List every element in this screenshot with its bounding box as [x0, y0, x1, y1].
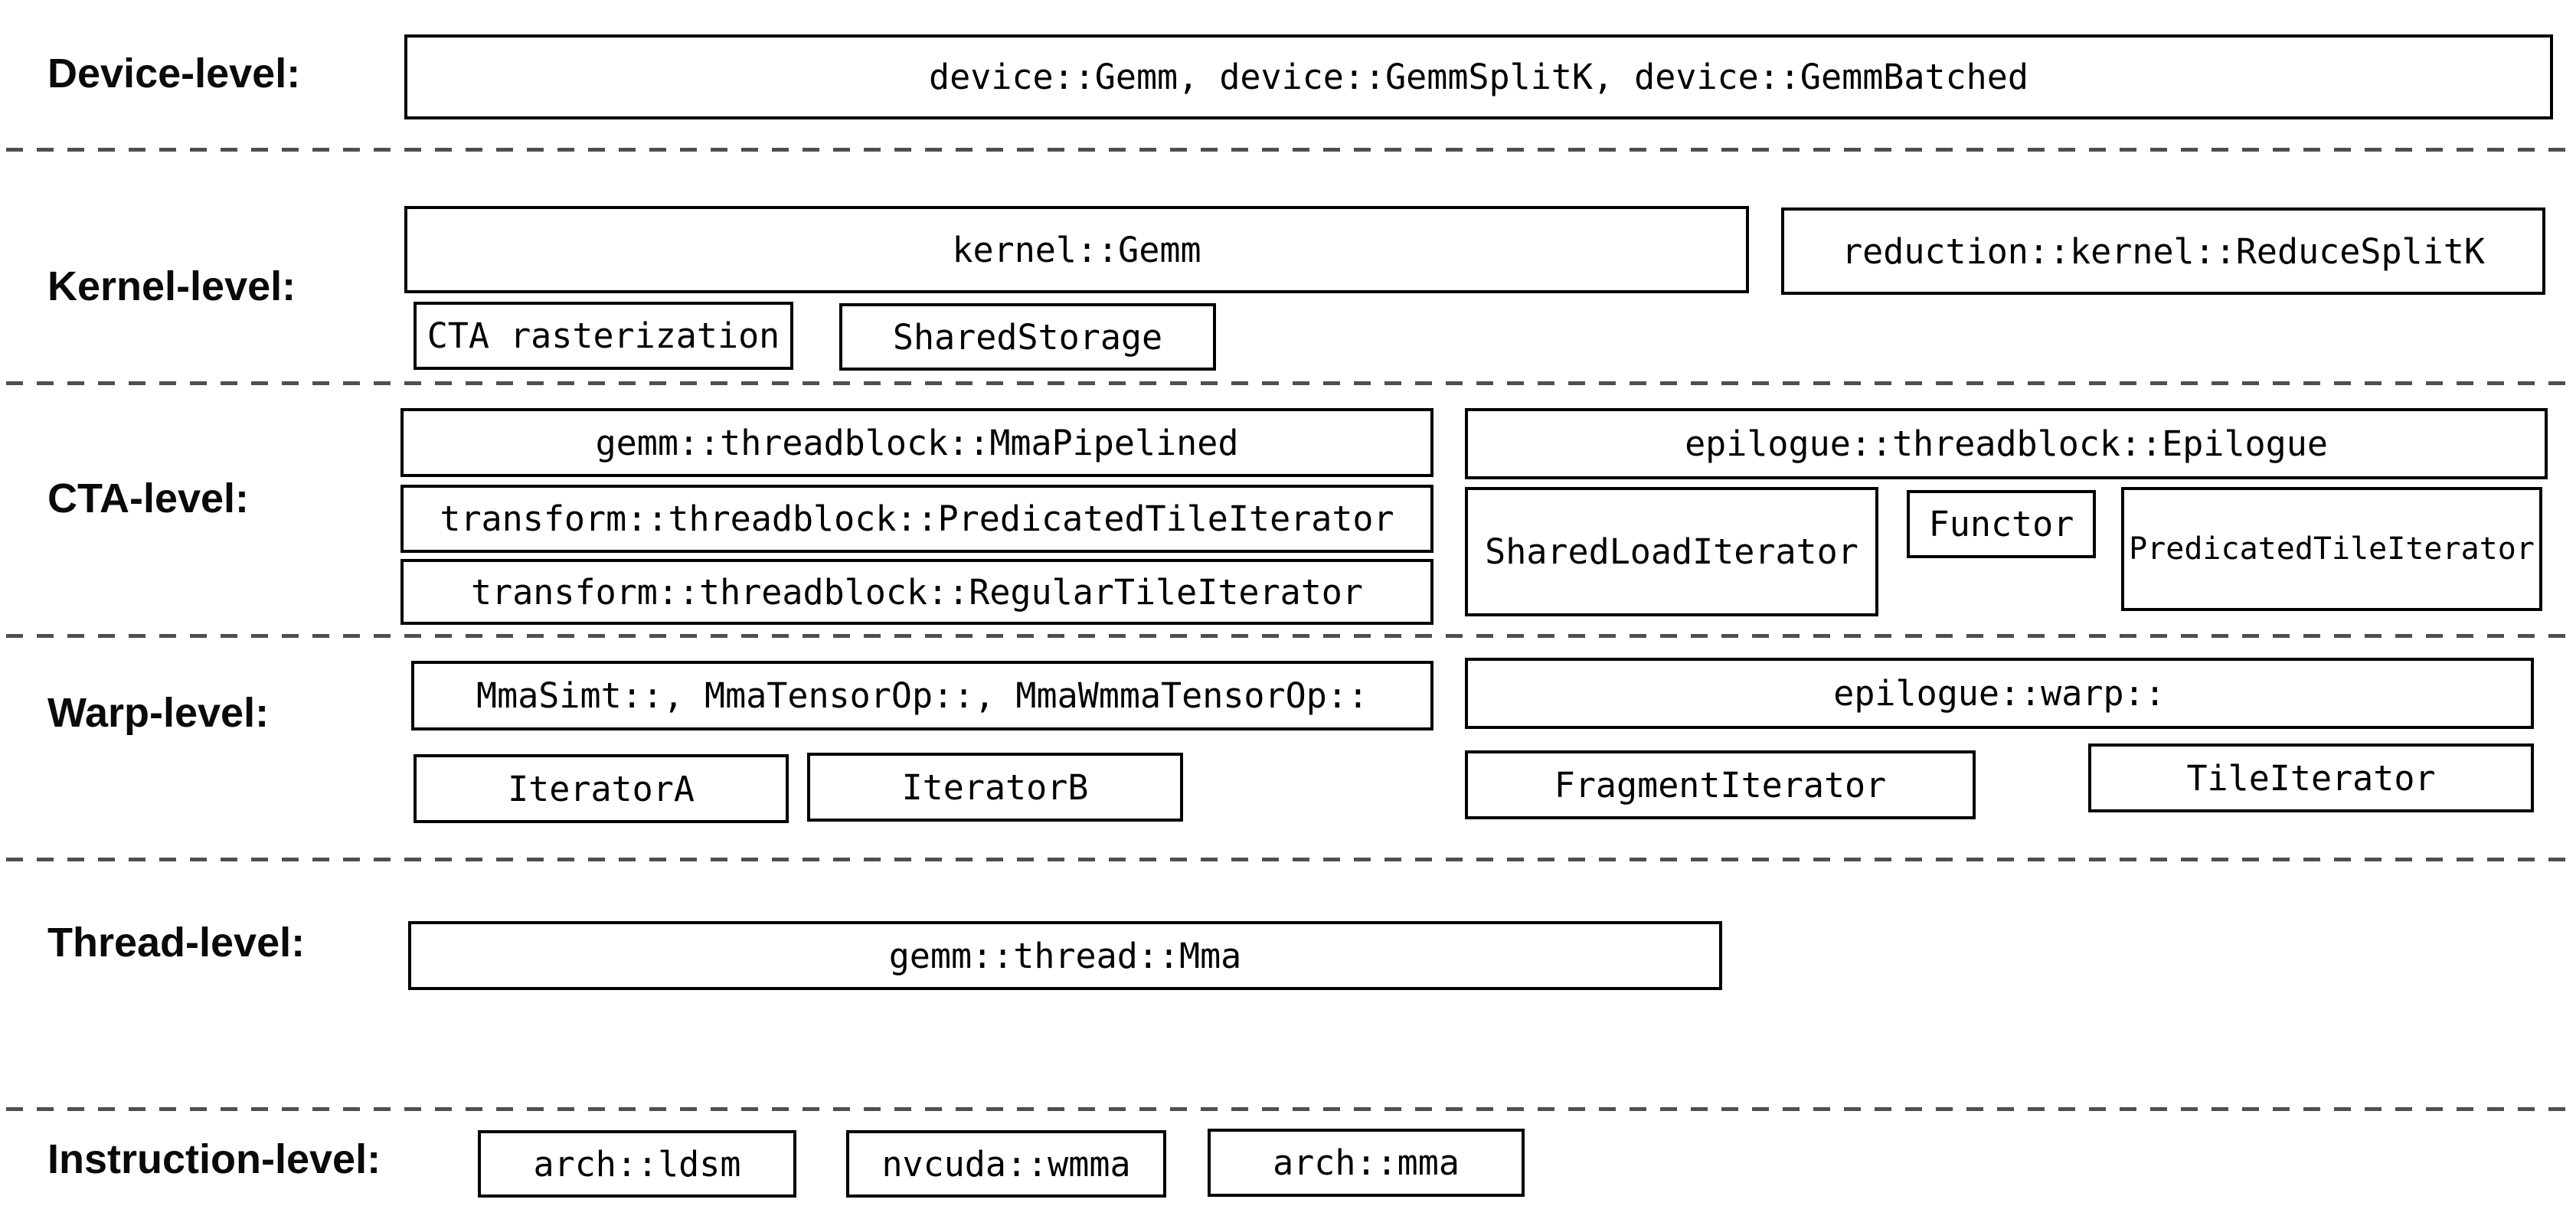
- separator-below-warp-level: [6, 858, 2570, 861]
- device-gemm-box: device::Gemm, device::GemmSplitK, device…: [404, 34, 2553, 119]
- reduction-kernel-reduce-splitk-box: reduction::kernel::ReduceSplitK: [1781, 208, 2545, 295]
- arch-ldsm-box: arch::ldsm: [478, 1130, 796, 1198]
- kernel-gemm-box: kernel::Gemm: [404, 206, 1749, 293]
- instruction-level-label: Instruction-level:: [47, 1136, 381, 1182]
- thread-level-label: Thread-level:: [47, 920, 306, 966]
- separator-below-device-level: [6, 148, 2570, 152]
- nvcuda-wmma-box: nvcuda::wmma: [846, 1130, 1166, 1198]
- cta-rasterization-box: CTA rasterization: [414, 302, 793, 370]
- transform-predicated-tile-iterator-box: transform::threadblock::PredicatedTileIt…: [400, 485, 1433, 553]
- warp-mma-box: MmaSimt::, MmaTensorOp::, MmaWmmaTensorO…: [411, 661, 1433, 730]
- shared-load-iterator-box: SharedLoadIterator: [1465, 487, 1878, 616]
- arch-mma-box: arch::mma: [1208, 1129, 1525, 1197]
- gemm-thread-mma-box: gemm::thread::Mma: [408, 921, 1722, 990]
- fragment-iterator-box: FragmentIterator: [1465, 750, 1976, 819]
- device-level-label: Device-level:: [47, 51, 301, 96]
- separator-below-cta-level: [6, 634, 2570, 638]
- tile-iterator-box: TileIterator: [2088, 743, 2534, 812]
- epilogue-warp-box: epilogue::warp::: [1465, 658, 2534, 729]
- cta-level-label: CTA-level:: [47, 476, 250, 521]
- epilogue-predicated-tile-iterator-box: PredicatedTileIterator: [2121, 487, 2542, 611]
- separator-above-instruction-level: [6, 1107, 2570, 1111]
- warp-level-label: Warp-level:: [47, 690, 270, 736]
- kernel-level-label: Kernel-level:: [47, 263, 296, 309]
- shared-storage-box: SharedStorage: [839, 303, 1216, 371]
- iterator-b-box: IteratorB: [807, 753, 1183, 822]
- mma-pipelined-box: gemm::threadblock::MmaPipelined: [400, 408, 1433, 477]
- transform-regular-tile-iterator-box: transform::threadblock::RegularTileItera…: [400, 559, 1433, 625]
- iterator-a-box: IteratorA: [414, 754, 789, 823]
- epilogue-threadblock-box: epilogue::threadblock::Epilogue: [1465, 408, 2548, 479]
- functor-box: Functor: [1907, 490, 2096, 558]
- separator-below-kernel-level: [6, 381, 2570, 385]
